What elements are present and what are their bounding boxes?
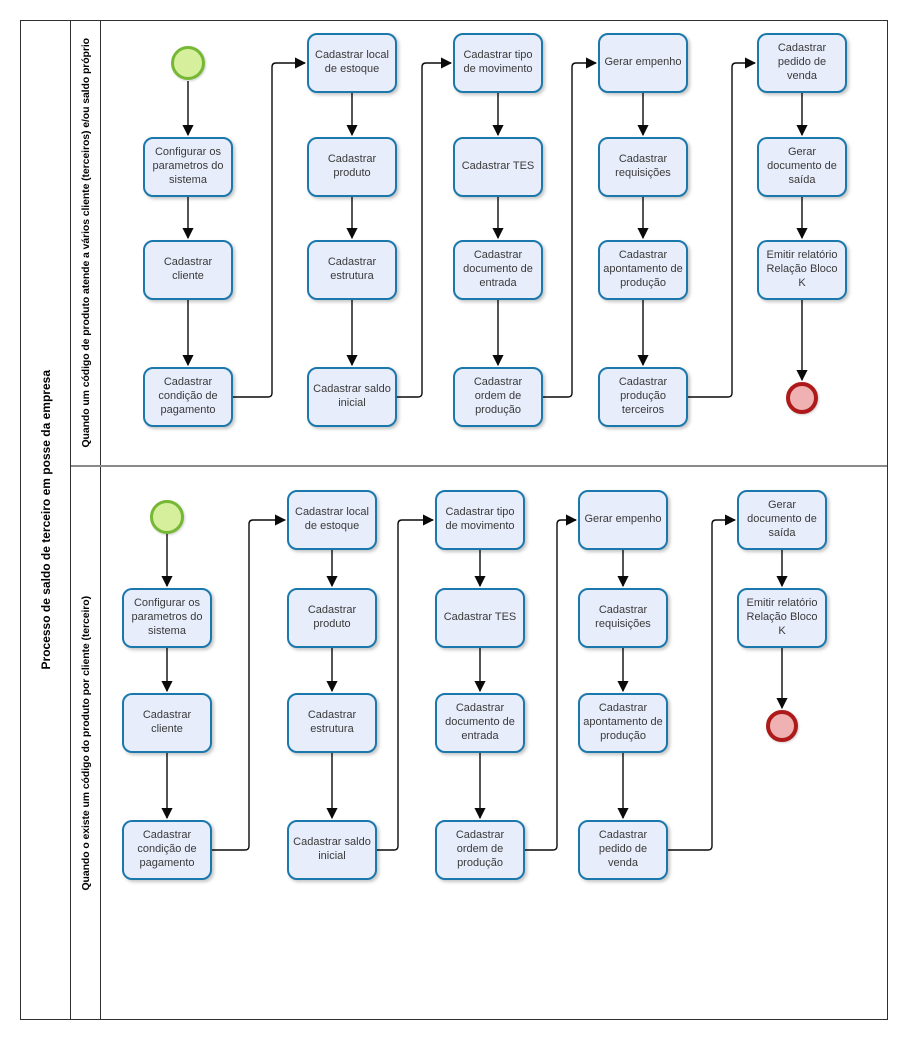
task-cadastrar-documento-entrada-l1: Cadastrar documento de entrada — [453, 240, 543, 300]
task-cadastrar-local-estoque-l2: Cadastrar local de estoque — [287, 490, 377, 550]
task-cadastrar-produto-l2: Cadastrar produto — [287, 588, 377, 648]
task-cadastrar-tipo-movimento-l2: Cadastrar tipo de movimento — [435, 490, 525, 550]
task-cadastrar-apontamento-producao-l1: Cadastrar apontamento de produção — [598, 240, 688, 300]
task-cadastrar-saldo-inicial-l1: Cadastrar saldo inicial — [307, 367, 397, 427]
task-gerar-documento-saida-l2: Gerar documento de saída — [737, 490, 827, 550]
task-cadastrar-apontamento-producao-l2: Cadastrar apontamento de produção — [578, 693, 668, 753]
task-cadastrar-tipo-movimento-l1: Cadastrar tipo de movimento — [453, 33, 543, 93]
task-cadastrar-condicao-pagamento-l1: Cadastrar condição de pagamento — [143, 367, 233, 427]
task-emitir-relatorio-bloco-k-l1: Emitir relatório Relação Bloco K — [757, 240, 847, 300]
task-gerar-empenho-l2: Gerar empenho — [578, 490, 668, 550]
task-cadastrar-requisicoes-l2: Cadastrar requisições — [578, 588, 668, 648]
pool-title-band: Processo de saldo de terceiro em posse d… — [21, 21, 71, 1019]
task-cadastrar-estrutura-l1: Cadastrar estrutura — [307, 240, 397, 300]
lane-2-label: Quando o existe um código do produto por… — [79, 595, 92, 891]
task-cadastrar-producao-terceiros-l1: Cadastrar produção terceiros — [598, 367, 688, 427]
task-cadastrar-condicao-pagamento-l2: Cadastrar condição de pagamento — [122, 820, 212, 880]
task-cadastrar-ordem-producao-l2: Cadastrar ordem de produção — [435, 820, 525, 880]
start-event-lane-2 — [150, 500, 184, 534]
task-configurar-parametros-l1: Configurar os parametros do sistema — [143, 137, 233, 197]
pool-title: Processo de saldo de terceiro em posse d… — [38, 370, 53, 670]
lane-2-label-band: Quando o existe um código do produto por… — [71, 467, 101, 1019]
start-event-lane-1 — [171, 46, 205, 80]
task-configurar-parametros-l2: Configurar os parametros do sistema — [122, 588, 212, 648]
task-cadastrar-documento-entrada-l2: Cadastrar documento de entrada — [435, 693, 525, 753]
task-cadastrar-estrutura-l2: Cadastrar estrutura — [287, 693, 377, 753]
lane-1-label: Quando um código de produto atende a vár… — [79, 38, 92, 448]
task-cadastrar-pedido-venda-l1: Cadastrar pedido de venda — [757, 33, 847, 93]
task-cadastrar-tes-l1: Cadastrar TES — [453, 137, 543, 197]
task-cadastrar-cliente-l1: Cadastrar cliente — [143, 240, 233, 300]
task-cadastrar-produto-l1: Cadastrar produto — [307, 137, 397, 197]
lane-1: Quando um código de produto atende a vár… — [71, 21, 887, 467]
task-cadastrar-ordem-producao-l1: Cadastrar ordem de produção — [453, 367, 543, 427]
task-gerar-empenho-l1: Gerar empenho — [598, 33, 688, 93]
end-event-lane-1 — [786, 382, 818, 414]
task-cadastrar-pedido-venda-l2: Cadastrar pedido de venda — [578, 820, 668, 880]
task-cadastrar-tes-l2: Cadastrar TES — [435, 588, 525, 648]
lane-2: Quando o existe um código do produto por… — [71, 467, 887, 1019]
task-gerar-documento-saida-l1: Gerar documento de saída — [757, 137, 847, 197]
task-cadastrar-saldo-inicial-l2: Cadastrar saldo inicial — [287, 820, 377, 880]
task-cadastrar-local-estoque-l1: Cadastrar local de estoque — [307, 33, 397, 93]
task-cadastrar-cliente-l2: Cadastrar cliente — [122, 693, 212, 753]
lane-1-label-band: Quando um código de produto atende a vár… — [71, 21, 101, 465]
end-event-lane-2 — [766, 710, 798, 742]
task-cadastrar-requisicoes-l1: Cadastrar requisições — [598, 137, 688, 197]
task-emitir-relatorio-bloco-k-l2: Emitir relatório Relação Bloco K — [737, 588, 827, 648]
